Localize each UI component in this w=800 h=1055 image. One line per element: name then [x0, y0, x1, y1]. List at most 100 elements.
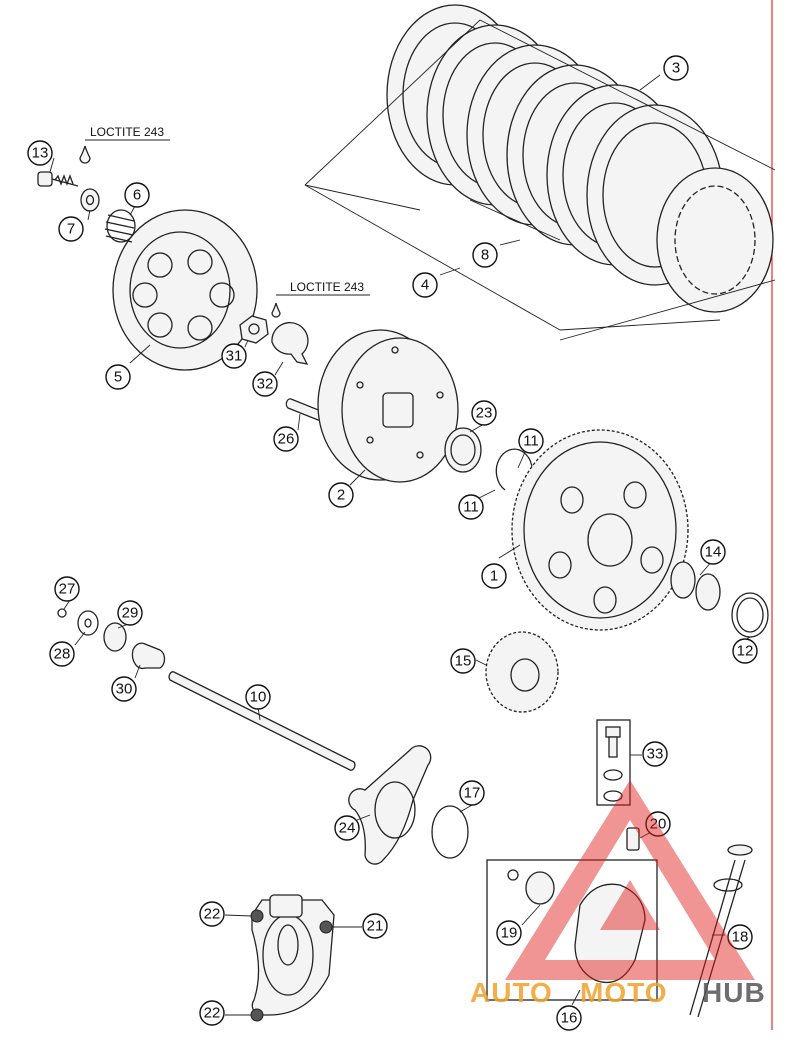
svg-text:11: 11	[463, 499, 479, 516]
svg-text:5: 5	[114, 369, 122, 386]
callout-19: 19	[496, 920, 522, 946]
callout-14: 14	[700, 539, 726, 565]
svg-text:19: 19	[501, 925, 518, 942]
svg-text:2: 2	[337, 487, 345, 504]
callout-30: 30	[111, 676, 137, 702]
svg-text:32: 32	[257, 376, 274, 393]
callout-2: 2	[328, 482, 354, 508]
callout-33: 33	[642, 741, 668, 767]
callout-24: 24	[334, 815, 360, 841]
svg-text:1: 1	[490, 568, 498, 585]
callout-4: 4	[412, 272, 438, 298]
svg-text:22: 22	[204, 906, 221, 923]
bolt-hole-22b	[250, 1008, 264, 1022]
callout-5: 5	[105, 364, 131, 390]
svg-text:6: 6	[133, 187, 141, 204]
watermark-text-moto: MOTO	[580, 977, 667, 1008]
svg-text:8: 8	[481, 247, 489, 264]
callout-11b: 11	[458, 494, 484, 520]
bolt-hole-22a	[250, 909, 264, 923]
watermark-text-hub: HUB	[702, 977, 766, 1008]
ball-19	[507, 869, 519, 881]
loctite-note-lower: LOCTITE 243	[290, 280, 364, 294]
callout-21: 21	[362, 913, 388, 939]
pressure-piece-30	[131, 642, 166, 670]
clutch-cover	[251, 894, 335, 1016]
svg-text:20: 20	[650, 816, 667, 833]
screw-20	[626, 827, 640, 851]
callout-17: 17	[459, 780, 485, 806]
svg-text:12: 12	[737, 643, 754, 660]
bolt-hole-21	[319, 920, 333, 934]
callout-18: 18	[727, 924, 753, 950]
callout-26: 26	[273, 426, 299, 452]
banjo-bolt-kit-box	[596, 719, 631, 806]
svg-text:29: 29	[122, 605, 139, 622]
needle-bearing-14a	[670, 561, 696, 599]
loctite-note-upper: LOCTITE 243	[90, 125, 164, 139]
svg-text:22: 22	[204, 1005, 221, 1022]
gear-15	[485, 631, 559, 713]
svg-text:18: 18	[732, 929, 749, 946]
callout-3: 3	[663, 55, 689, 81]
callout-31: 31	[221, 343, 247, 369]
svg-text:21: 21	[367, 918, 384, 935]
clutch-plate-stack	[304, 4, 776, 341]
callout-13: 13	[27, 140, 53, 166]
svg-text:14: 14	[705, 544, 722, 561]
svg-text:11: 11	[523, 433, 539, 450]
callout-10: 10	[245, 684, 271, 710]
svg-text:10: 10	[250, 689, 267, 706]
pressure-plate	[112, 209, 258, 371]
svg-text:16: 16	[561, 1010, 578, 1027]
callout-15: 15	[450, 648, 476, 674]
svg-text:4: 4	[421, 277, 429, 294]
svg-text:17: 17	[464, 785, 481, 802]
callout-29: 29	[117, 600, 143, 626]
callout-12: 12	[732, 638, 758, 664]
callout-22b: 22	[199, 1000, 225, 1026]
inner-clutch-hub	[317, 329, 459, 483]
bolt-13	[37, 171, 79, 187]
callout-1: 1	[481, 563, 507, 589]
svg-text:28: 28	[54, 646, 71, 663]
nut-31	[239, 315, 269, 344]
washer-28	[77, 610, 99, 636]
svg-text:15: 15	[455, 653, 472, 670]
washer-7	[80, 188, 100, 212]
callout-32: 32	[252, 371, 278, 397]
slave-cylinder-16	[574, 883, 646, 984]
washer-7-hole	[85, 194, 95, 206]
lock-washer-32	[271, 322, 309, 365]
pin-26	[285, 398, 324, 421]
callout-23: 23	[471, 400, 497, 426]
callout-6: 6	[124, 182, 150, 208]
thrust-bearing-29	[103, 622, 127, 652]
callout-7: 7	[58, 216, 84, 242]
loctite-drop-lower	[271, 302, 281, 318]
automotohub-watermark: AUTO MOTO HUB	[470, 780, 766, 1008]
callout-27: 27	[54, 576, 80, 602]
callout-28: 28	[49, 641, 75, 667]
svg-text:13: 13	[32, 145, 49, 162]
outer-clutch-basket	[511, 429, 689, 631]
svg-text:3: 3	[672, 60, 680, 77]
callout-16: 16	[556, 1005, 582, 1031]
callout-8: 8	[472, 242, 498, 268]
needle-bearing-14b	[695, 573, 721, 611]
svg-text:24: 24	[339, 820, 356, 837]
spring-6	[104, 209, 136, 243]
svg-text:31: 31	[226, 348, 243, 365]
push-rod-10	[168, 671, 356, 771]
svg-text:27: 27	[59, 581, 76, 598]
watermark-text-auto: AUTO	[470, 977, 553, 1008]
gasket-24	[348, 745, 432, 865]
callout-11a: 11	[518, 428, 544, 454]
o-ring-17	[431, 805, 469, 859]
leader-lines	[49, 74, 751, 1016]
seal-19	[525, 871, 555, 905]
svg-text:23: 23	[476, 405, 493, 422]
svg-text:7: 7	[67, 221, 75, 238]
watermark-logo-triangles	[505, 780, 755, 980]
